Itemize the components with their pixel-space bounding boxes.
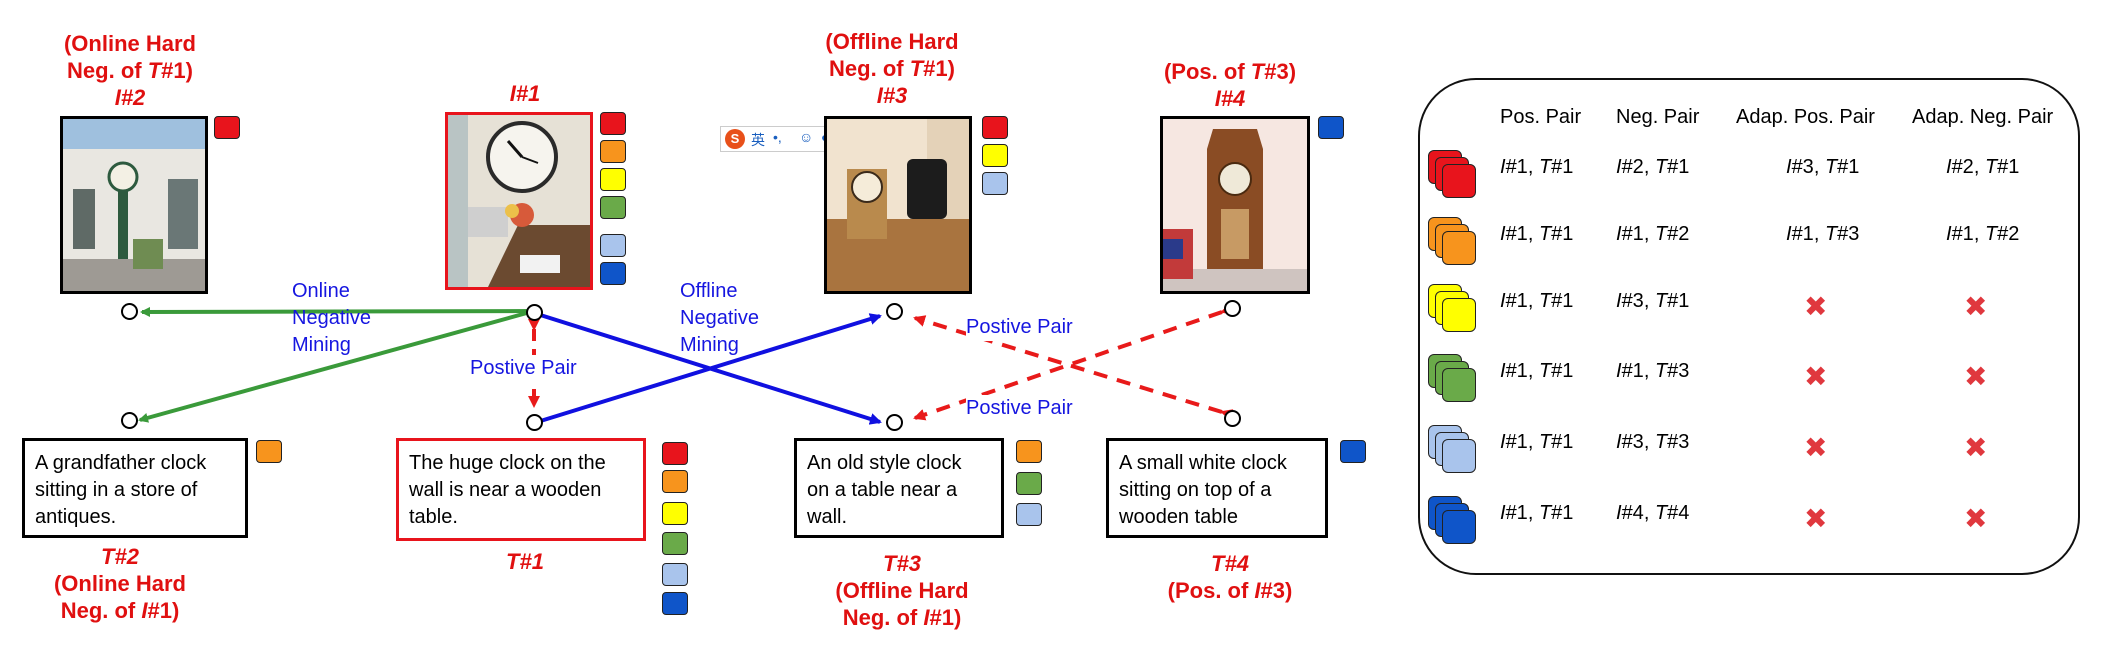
- blue-arrow-to-i3: [533, 313, 882, 425]
- legend-stack-orange-2: [1442, 231, 1476, 265]
- legend-stack-red-2: [1442, 164, 1476, 198]
- caption-t3-box: An old style clock on a table near a wal…: [794, 438, 1004, 538]
- node-i2: [121, 303, 138, 320]
- t1-color-tag-blue: [662, 592, 688, 615]
- i3-color-tag-lightblue: [982, 172, 1008, 195]
- node-t3: [886, 414, 903, 431]
- header-pos-pair: Pos. Pair: [1500, 106, 1582, 128]
- caption-t1-box: The huge clock on the wall is near a woo…: [396, 438, 646, 541]
- offline-negative-mining-label: Offline Negative Mining: [680, 280, 759, 356]
- online-negative-mining-label: Online Negative Mining: [292, 280, 371, 356]
- t1-color-tag-red: [662, 442, 688, 465]
- legend-cell-neg: I#2, T#1: [1616, 156, 1690, 178]
- legend-cell-neg: I#3, T#3: [1616, 431, 1690, 453]
- legend-cross-icon: ✖: [1964, 360, 1988, 393]
- i3-color-tag-yellow: [982, 144, 1008, 167]
- t2-label: T#2 (Online Hard Neg. of I#1): [53, 544, 186, 623]
- t3-color-tag-lightblue: [1016, 503, 1042, 526]
- legend-cell-neg: I#4, T#4: [1616, 502, 1690, 524]
- legend-stack-green-2: [1442, 368, 1476, 402]
- i1-color-tag-yellow: [600, 168, 626, 191]
- i2-color-tag-red: [214, 116, 240, 139]
- node-t2: [121, 412, 138, 429]
- legend-cell-neg: I#3, T#1: [1616, 290, 1690, 312]
- legend-stack-lightblue-2: [1442, 439, 1476, 473]
- legend-cell-apos: I#1, T#3: [1786, 223, 1860, 245]
- i3-color-tag-red: [982, 116, 1008, 139]
- legend-cross-icon: ✖: [1804, 290, 1828, 323]
- i1-color-tag-orange: [600, 140, 626, 163]
- legend-cell-pos: I#1, T#1: [1500, 431, 1574, 453]
- image-i2-grandfather-clock-street: [60, 116, 208, 294]
- i1-color-tag-blue: [600, 262, 626, 285]
- legend-cell-apos: I#3, T#1: [1786, 156, 1860, 178]
- i1-color-tag-green: [600, 196, 626, 219]
- t1-color-tag-yellow: [662, 502, 688, 525]
- positive-pair-center-label: Postive Pair: [470, 355, 577, 382]
- caption-t2-box: A grandfather clock sitting in a store o…: [22, 438, 248, 538]
- t1-color-tag-lightblue: [662, 563, 688, 586]
- legend-cell-pos: I#1, T#1: [1500, 290, 1574, 312]
- node-i1: [526, 304, 543, 321]
- legend-cross-icon: ✖: [1804, 431, 1828, 464]
- ime-punct-icon[interactable]: •,: [773, 129, 782, 145]
- legend-table: [1418, 78, 2080, 575]
- legend-cell-aneg: I#2, T#1: [1946, 156, 2020, 178]
- i1-label: I#1: [509, 81, 541, 106]
- legend-cross-icon: ✖: [1964, 502, 1988, 535]
- t1-label: T#1: [506, 549, 544, 574]
- t4-color-tag-blue: [1340, 440, 1366, 463]
- node-i3: [886, 303, 903, 320]
- positive-pair-bottom-label: Postive Pair: [966, 395, 1073, 422]
- i1-color-tag-red: [600, 112, 626, 135]
- image-i4-mantel-clock: [1160, 116, 1310, 294]
- node-t4: [1224, 410, 1241, 427]
- legend-stack-yellow-2: [1442, 298, 1476, 332]
- header-neg-pair: Neg. Pair: [1616, 106, 1700, 128]
- green-arrow-to-t2: [138, 309, 535, 423]
- t1-color-tag-orange: [662, 470, 688, 493]
- i1-color-tag-lightblue: [600, 234, 626, 257]
- green-arrow-to-i2: [140, 306, 535, 317]
- legend-cell-aneg: I#1, T#2: [1946, 223, 2020, 245]
- ime-lang[interactable]: 英: [751, 132, 765, 148]
- legend-cross-icon: ✖: [1804, 502, 1828, 535]
- legend-cell-pos: I#1, T#1: [1500, 223, 1574, 245]
- legend-cell-pos: I#1, T#1: [1500, 502, 1574, 524]
- header-adap-pos-pair: Adap. Pos. Pair: [1736, 106, 1875, 128]
- t1-color-tag-green: [662, 532, 688, 555]
- legend-stack-blue-2: [1442, 510, 1476, 544]
- t2-color-tag-orange: [256, 440, 282, 463]
- legend-cell-pos: I#1, T#1: [1500, 360, 1574, 382]
- legend-cross-icon: ✖: [1964, 431, 1988, 464]
- legend-cell-neg: I#1, T#3: [1616, 360, 1690, 382]
- t3-color-tag-orange: [1016, 440, 1042, 463]
- legend-cross-icon: ✖: [1804, 360, 1828, 393]
- t3-label: T#3 (Offline Hard Neg. of I#1): [835, 551, 969, 630]
- legend-cell-pos: I#1, T#1: [1500, 156, 1574, 178]
- legend-cell-neg: I#1, T#2: [1616, 223, 1690, 245]
- image-i1-wall-clock: [445, 112, 593, 290]
- i4-color-tag-blue: [1318, 116, 1344, 139]
- header-adap-neg-pair: Adap. Neg. Pair: [1912, 106, 2054, 128]
- legend-cross-icon: ✖: [1964, 290, 1988, 323]
- i3-label: (Offline Hard Neg. of T#1) I#3: [825, 29, 959, 108]
- ime-emoji-icon[interactable]: ☺: [799, 129, 814, 145]
- node-t1: [526, 414, 543, 431]
- i2-label: (Online Hard Neg. of T#1) I#2: [63, 31, 196, 110]
- caption-t4-box: A small white clock sitting on top of a …: [1106, 438, 1328, 538]
- t3-color-tag-green: [1016, 472, 1042, 495]
- image-i3-old-clock-table: [824, 116, 972, 294]
- t4-label: T#4 (Pos. of I#3): [1167, 551, 1293, 603]
- positive-pair-top-label: Postive Pair: [966, 314, 1073, 341]
- node-i4: [1224, 300, 1241, 317]
- ime-logo[interactable]: S: [725, 129, 745, 149]
- i4-label: (Pos. of T#3) I#4: [1163, 59, 1297, 111]
